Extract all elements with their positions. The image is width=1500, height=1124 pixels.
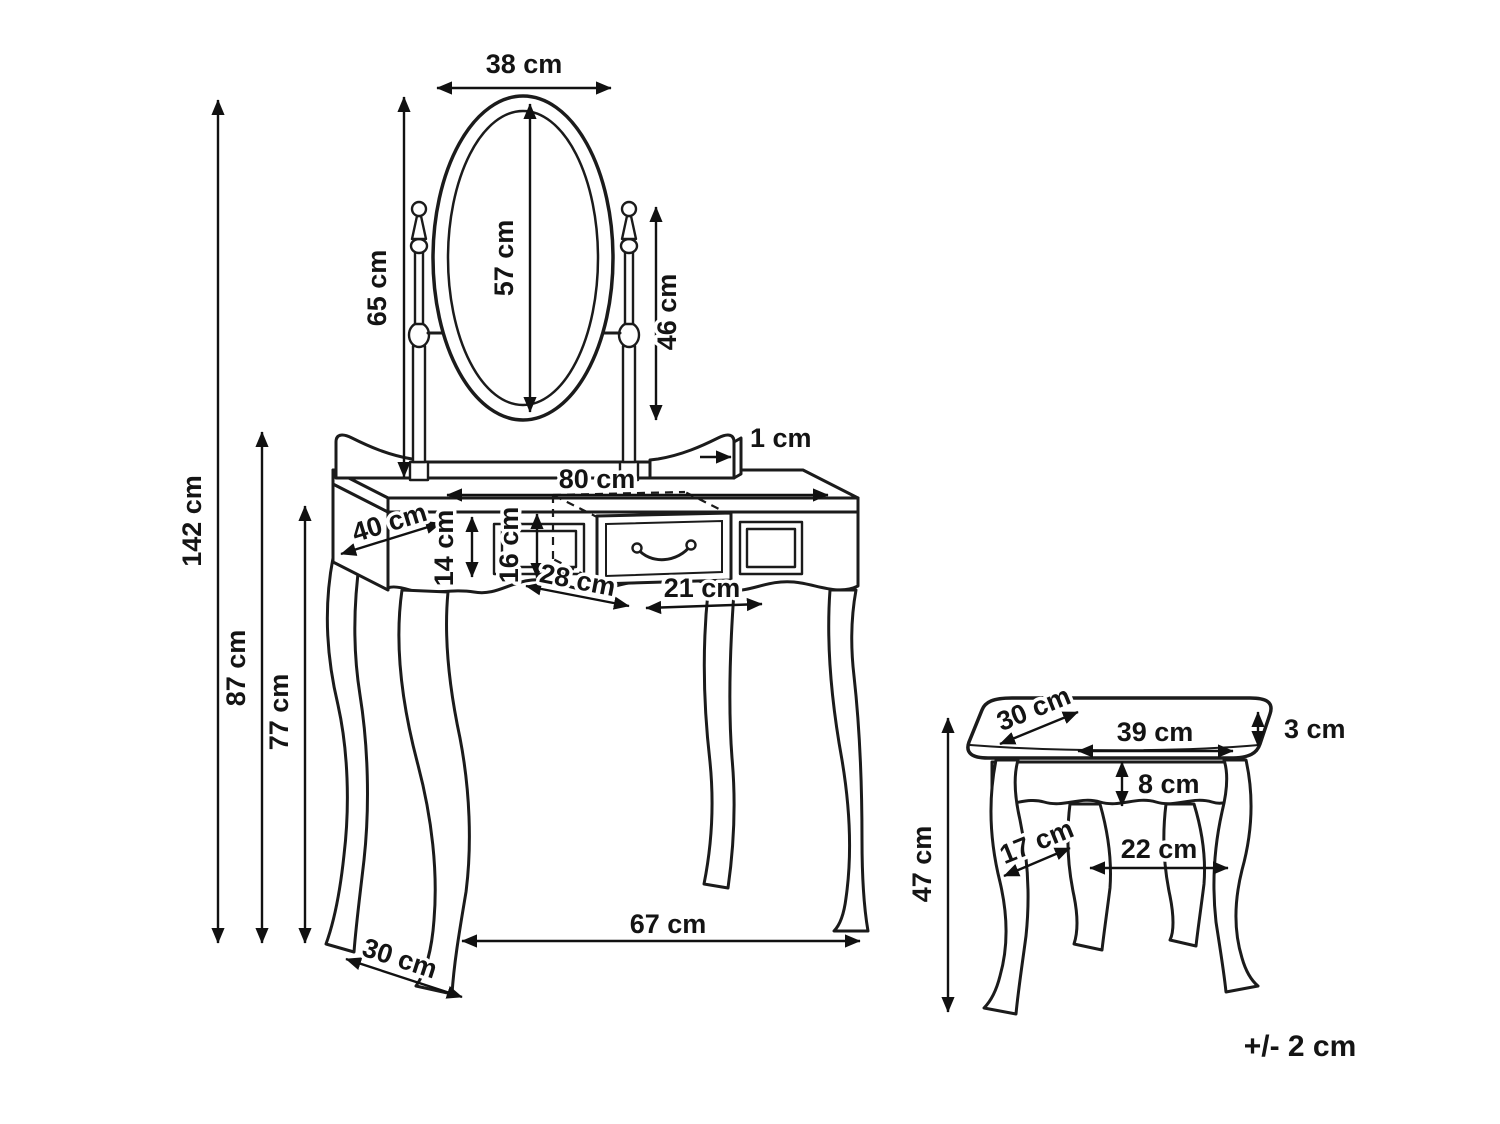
- drawer-front-inset: [605, 519, 723, 578]
- backboard-right-edge-face: [732, 436, 743, 480]
- dim-tabletop-width-label: 80 cm: [559, 464, 636, 494]
- dim-mirror-height-label: 57 cm: [489, 220, 519, 297]
- dim-drawer-depth-arrow: [525, 582, 630, 610]
- mirror-post-left: [407, 200, 431, 482]
- backboard-left-scroll: [334, 433, 422, 480]
- dim-stool-apron-height-label: 8 cm: [1138, 769, 1200, 799]
- dim-mirror-width-label: 38 cm: [486, 49, 563, 79]
- mirror-glass: [446, 109, 600, 407]
- stool-front-left-leg: [982, 758, 1030, 1016]
- tabletop-left-face: [331, 468, 390, 514]
- dim-drawer-width-label: 21 cm: [664, 573, 741, 603]
- dim-backboard-thickness-label: 1 cm: [750, 423, 812, 453]
- dim-leg-span-depth-arrow: [345, 957, 463, 999]
- stool-apron: [990, 760, 1234, 806]
- table-front-right-leg: [827, 588, 870, 933]
- dim-drawer-height-label: 16 cm: [494, 507, 524, 584]
- table-back-right-leg: [702, 590, 736, 890]
- table-front-left-leg: [397, 588, 471, 996]
- dim-leg-span-width-label: 67 cm: [630, 909, 707, 939]
- dim-tabletop-depth-arrow: [340, 521, 442, 556]
- backboard-right-scroll: [648, 433, 736, 480]
- table-right-inset-panel-inner: [745, 527, 797, 569]
- dim-backboard-height-label: 87 cm: [221, 630, 251, 707]
- dim-stool-seat-depth-arrow: [999, 710, 1079, 746]
- dim-mirror-assembly-height-label: 65 cm: [362, 250, 392, 327]
- dim-stool-leg-span-width-label: 22 cm: [1121, 834, 1198, 864]
- dim-stool-cushion-thickness-label: 3 cm: [1284, 714, 1346, 744]
- dim-stool-leg-span-depth-arrow: [1003, 846, 1071, 878]
- drawer-handle: [631, 539, 697, 562]
- dim-stool-height-label: 47 cm: [907, 826, 937, 903]
- drawer-front: [595, 511, 733, 586]
- dim-apron-height-label: 14 cm: [429, 510, 459, 587]
- dim-drawer-width-arrow: [645, 597, 763, 615]
- dim-mirror-post-height-label: 46 cm: [652, 274, 682, 351]
- table-back-left-leg: [324, 556, 369, 954]
- mirror-post-right: [617, 200, 641, 482]
- dim-tabletop-height-label: 77 cm: [264, 674, 294, 751]
- stool-back-right-leg: [1162, 802, 1206, 948]
- tolerance-note: +/- 2 cm: [1244, 1030, 1357, 1063]
- dim-stool-seat-width-label: 39 cm: [1117, 717, 1194, 747]
- stool-back-left-leg: [1066, 802, 1112, 952]
- stool-front-right-leg: [1212, 758, 1260, 994]
- dim-total-height-label: 142 cm: [177, 475, 207, 567]
- dressing-table-drawing: [324, 94, 870, 996]
